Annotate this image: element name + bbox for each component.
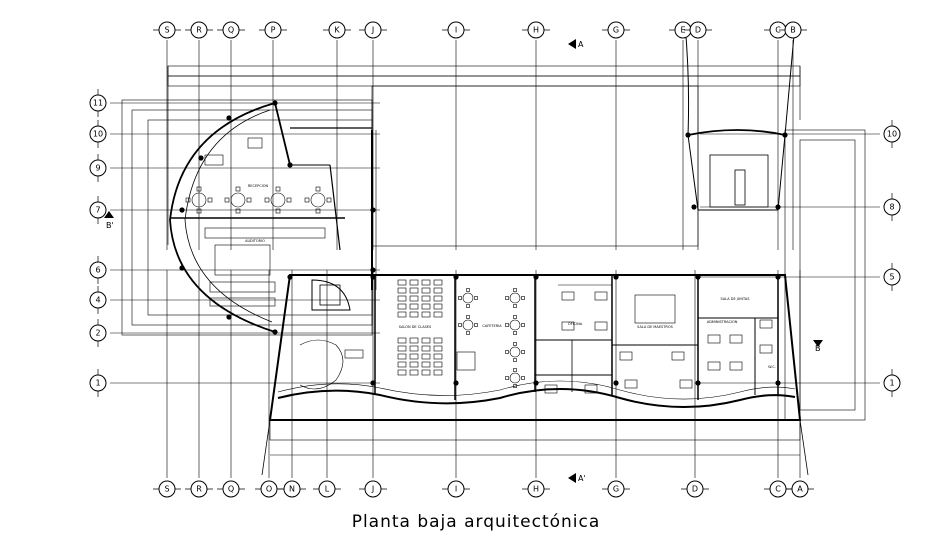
axis-bubble-right-0-label: 10 — [887, 130, 897, 139]
axis-bubble-bottom-8: H — [522, 480, 550, 498]
axis-bubble-right-2-label: 5 — [889, 273, 894, 282]
axis-bubble-left-1-label: 10 — [93, 130, 103, 139]
axis-bubble-bottom-2: Q — [217, 480, 245, 498]
axis-bubble-top-0: S — [153, 21, 181, 39]
room-label-classroom: SALON DE CLASES — [399, 325, 432, 329]
axis-bubble-left-2-label: 9 — [95, 164, 100, 173]
axis-bubble-top-4: K — [323, 21, 351, 39]
axis-bubble-right-3-label: 1 — [889, 379, 894, 388]
axis-bubble-right-1-label: 8 — [889, 203, 894, 212]
axis-bubble-right-1: 8 — [883, 193, 901, 221]
axis-bubble-left-4: 6 — [89, 256, 107, 284]
room-label-office3: SALA DE JUNTAS — [721, 297, 751, 301]
axis-bubble-bottom-0-label: S — [164, 485, 169, 494]
axis-bubble-bottom-10-label: D — [692, 485, 698, 494]
drawing-title: Planta baja arquitectónica — [351, 512, 601, 532]
axis-bubble-top-2-label: Q — [228, 26, 234, 35]
axis-bubble-top-0-label: S — [164, 26, 169, 35]
room-label-cafe: CAFETERIA — [482, 324, 502, 328]
axis-bubble-left-7-label: 1 — [95, 379, 100, 388]
axis-bubble-top-5-label: J — [371, 26, 374, 35]
axis-bubble-top-1: R — [185, 21, 213, 39]
furniture — [185, 137, 773, 394]
axis-bubble-left-6: 2 — [89, 319, 107, 347]
section-markers: A A' B B' — [104, 39, 823, 483]
axis-bubble-left-6-label: 2 — [95, 329, 100, 338]
axis-bubble-top-6-label: I — [455, 26, 457, 35]
axis-bubble-bottom-11-label: C — [775, 485, 781, 494]
axis-bubble-top-6: I — [442, 21, 470, 39]
axis-bubble-right-0: 10 — [883, 120, 901, 148]
axis-bubble-top-9-label: E — [680, 26, 685, 35]
axis-bubble-bottom-3-label: O — [266, 485, 272, 494]
section-label-b-left: B' — [106, 221, 114, 230]
structural-columns — [179, 100, 788, 386]
axis-bubble-bottom-9: G — [602, 480, 630, 498]
axis-bubble-left-4-label: 6 — [95, 266, 100, 275]
axis-bubble-bottom-9-label: G — [613, 485, 619, 494]
axis-bubble-bottom-7: I — [442, 480, 470, 498]
axis-bubble-top-4-label: K — [334, 26, 340, 35]
axis-bubble-left-3: 7 — [89, 196, 107, 224]
axis-bubble-bottom-7-label: I — [455, 485, 457, 494]
axis-bubble-bottom-6-label: J — [371, 485, 374, 494]
axis-bubble-left-5: 4 — [89, 286, 107, 314]
axis-bubble-top-2: Q — [217, 21, 245, 39]
axis-bubble-left-7: 1 — [89, 369, 107, 397]
room-labels: RECEPCION AUDITORIO SALON DE CLASES CAFE… — [245, 184, 776, 369]
axis-bubble-top-3-label: P — [271, 26, 276, 35]
axis-bubble-bottom-12-label: A — [797, 485, 803, 494]
axis-bubble-bottom-3: O — [255, 480, 283, 498]
axis-bubble-top-12-label: B — [790, 26, 796, 35]
axis-bubble-top-12: B — [779, 21, 807, 39]
axis-bubble-right-3: 1 — [883, 369, 901, 397]
axis-bubble-left-0-label: 11 — [93, 99, 103, 108]
axis-bubble-left-5-label: 4 — [95, 296, 100, 305]
axis-bubble-top-5: J — [359, 21, 387, 39]
section-arrow-b-left — [104, 211, 114, 218]
room-label-west: AUDITORIO — [245, 239, 265, 243]
grid-lines — [110, 40, 880, 478]
axis-bubble-bottom-6: J — [359, 480, 387, 498]
axis-bubble-bottom-4: N — [278, 480, 306, 498]
axis-bubble-bottom-5: L — [313, 480, 341, 498]
section-label-b-right: B — [815, 344, 821, 353]
axis-bubble-top-8: G — [602, 21, 630, 39]
section-arrow-a-bottom — [568, 473, 576, 483]
section-label-a-bottom: A' — [578, 474, 586, 483]
axis-bubble-left-3-label: 7 — [95, 206, 100, 215]
axis-bubble-bottom-5-label: L — [325, 485, 330, 494]
axis-bubble-bottom-1: R — [185, 480, 213, 498]
axis-bubble-bottom-10: D — [681, 480, 709, 498]
section-label-a-top: A — [578, 40, 584, 49]
axis-bubble-bottom-1-label: R — [196, 485, 202, 494]
axis-bubble-top-8-label: G — [613, 26, 619, 35]
axis-bubble-top-11-label: C — [775, 26, 781, 35]
axis-bubble-left-2: 9 — [89, 154, 107, 182]
section-arrow-a-top — [568, 39, 576, 49]
axis-bubble-top-7-label: H — [533, 26, 539, 35]
axis-bubble-top-3: P — [259, 21, 287, 39]
axis-bubble-bottom-8-label: H — [533, 485, 539, 494]
room-label-office4: ADMINISTRACION — [707, 320, 738, 324]
axis-bubble-bottom-4-label: N — [289, 485, 295, 494]
axis-bubble-top-10-label: D — [695, 26, 701, 35]
axis-bubble-left-0: 11 — [89, 89, 107, 117]
axis-bubble-bottom-2-label: Q — [228, 485, 234, 494]
axis-bubble-right-2: 5 — [883, 263, 901, 291]
plan-outlines — [121, 23, 866, 476]
room-label-office2: SALA DE MAESTROS — [637, 325, 673, 329]
axis-bubble-top-1-label: R — [196, 26, 202, 35]
room-label-lobby: RECEPCION — [248, 184, 269, 188]
section-arrow-b-right — [813, 340, 823, 347]
axis-bubble-bottom-0: S — [153, 480, 181, 498]
axis-bubble-bottom-12: A — [786, 480, 814, 498]
room-label-office1: OFICINA — [568, 322, 583, 326]
axis-bubble-top-7: H — [522, 21, 550, 39]
room-label-wc: W.C. — [768, 365, 776, 369]
axis-bubble-top-10: D — [684, 21, 712, 39]
axis-bubble-left-1: 10 — [89, 120, 107, 148]
